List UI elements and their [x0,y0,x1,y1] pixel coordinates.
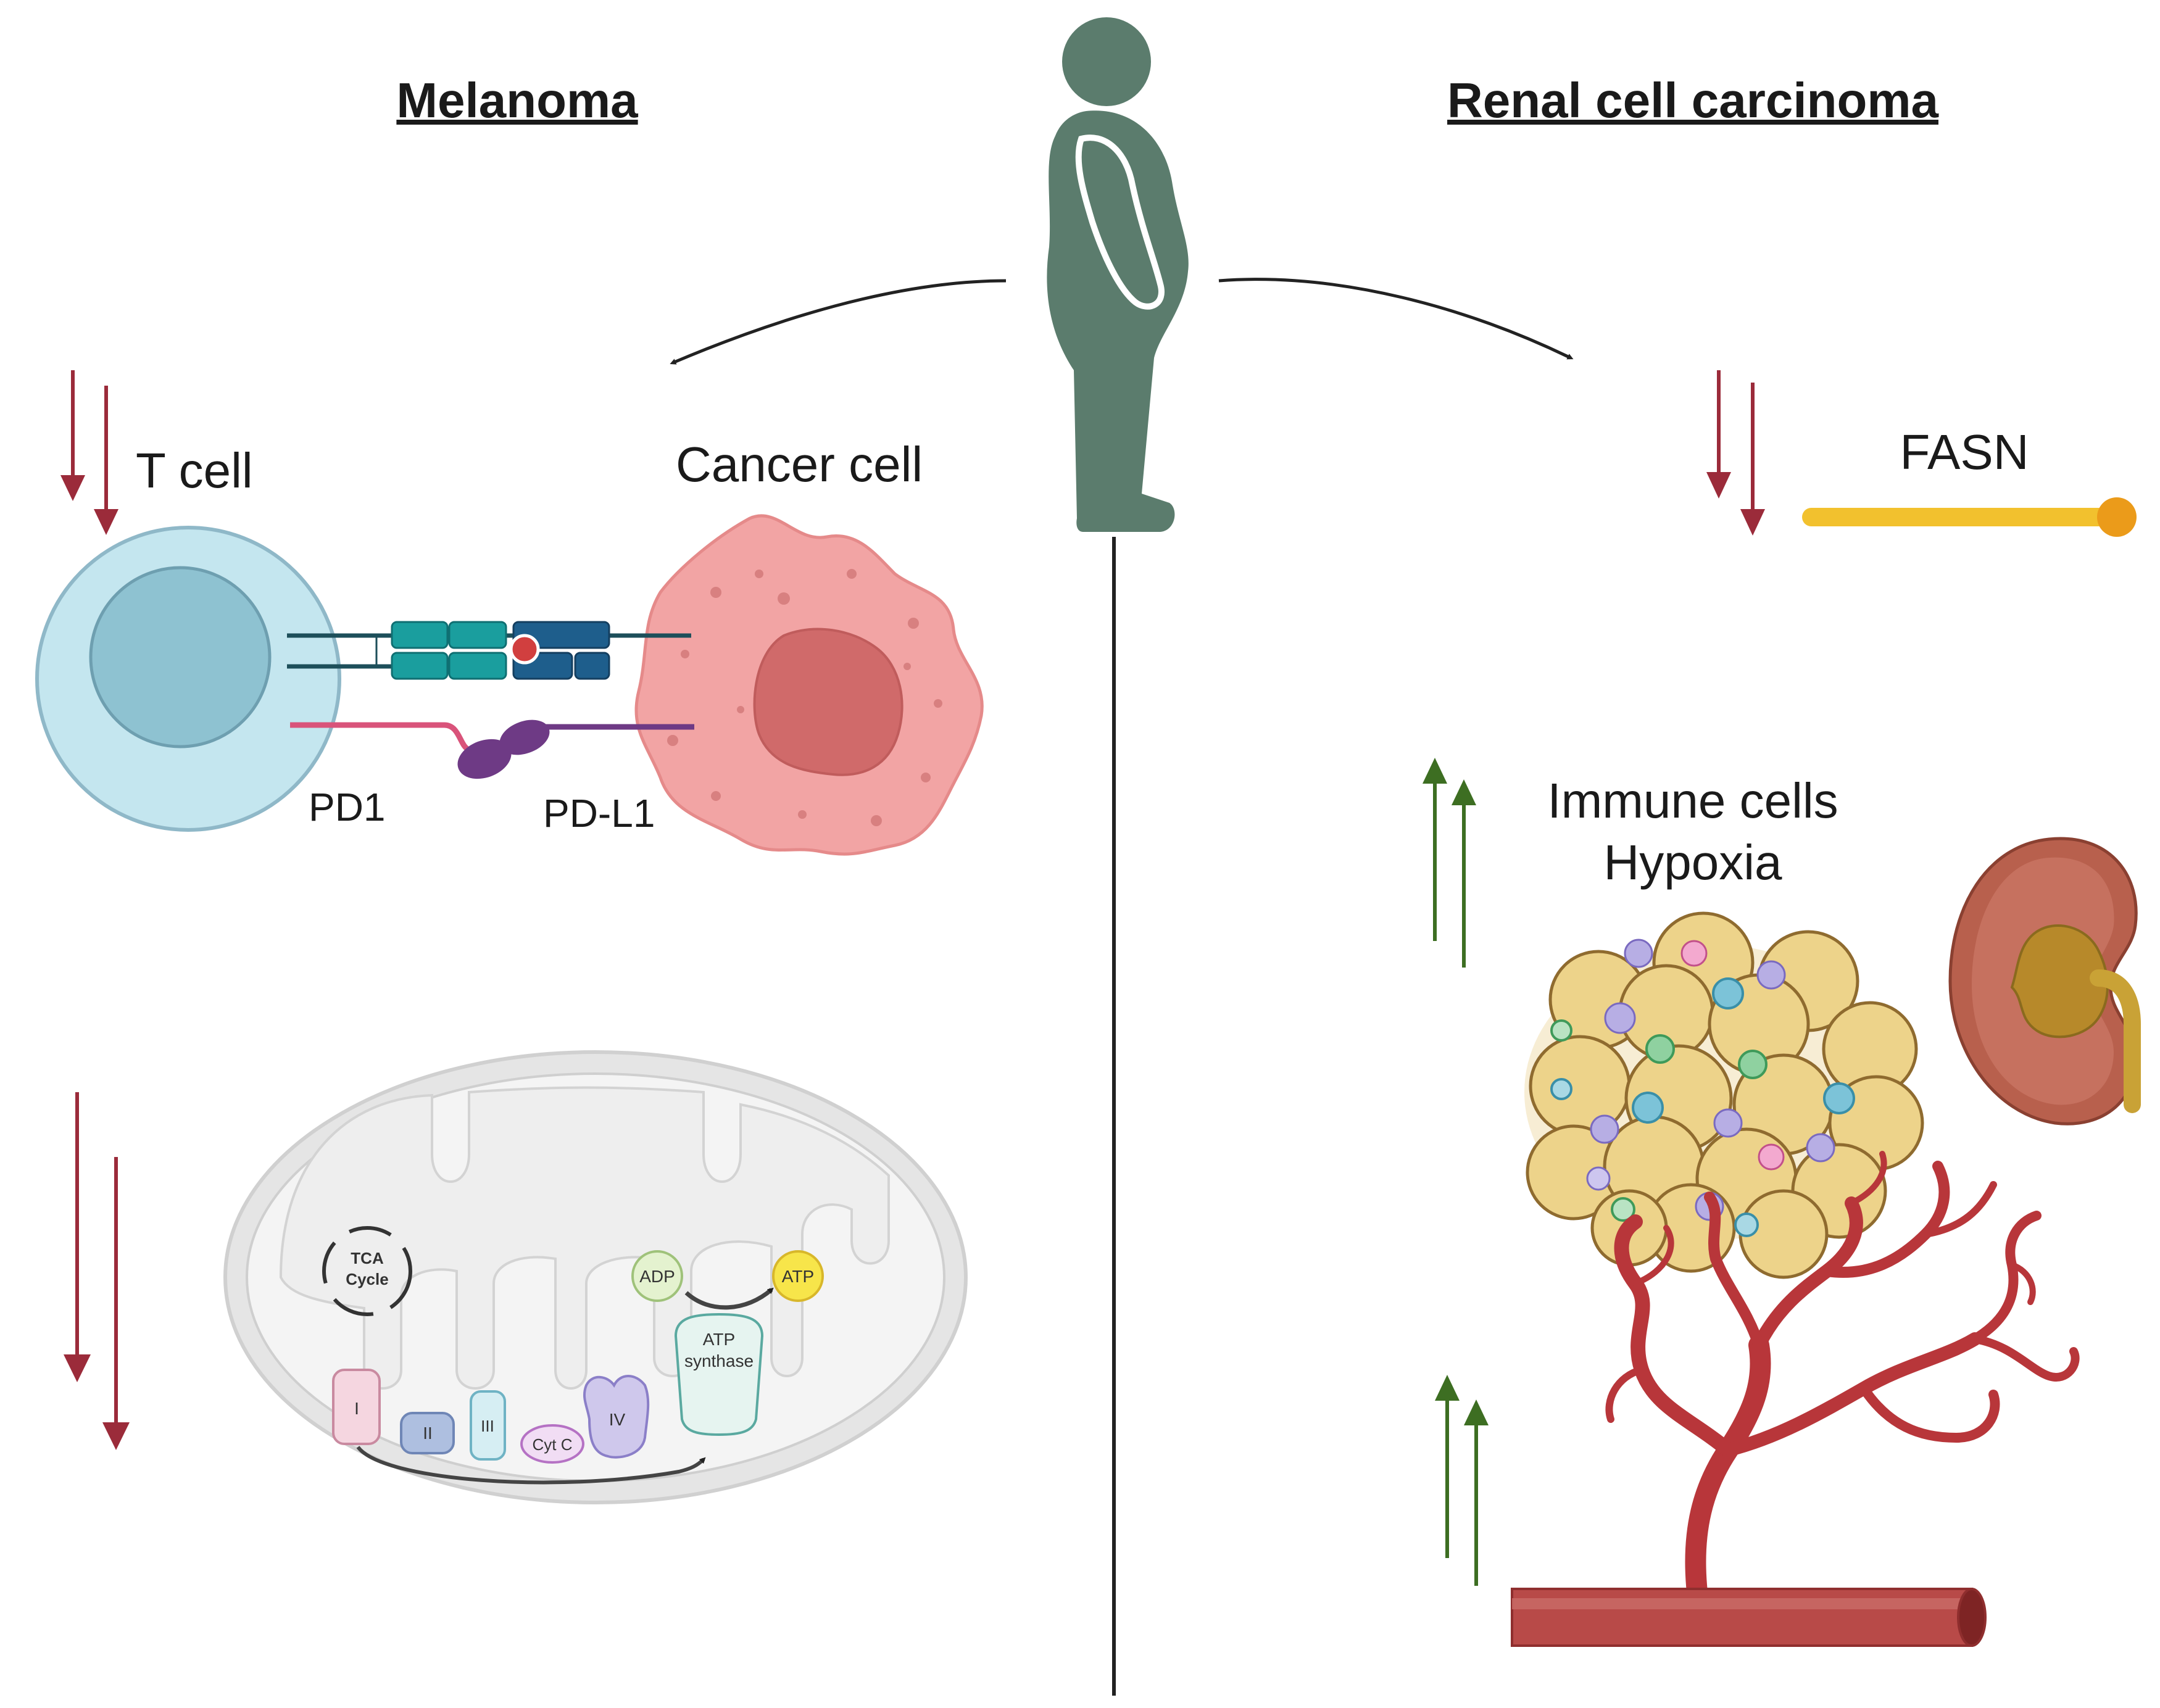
complex-iv-label: IV [609,1410,626,1429]
adipose-tissue [1524,911,1924,1279]
t-cell-label: T cell [136,443,253,498]
double-arrow-up-icon [1435,1375,1489,1586]
double-arrow-down-icon [1706,370,1765,536]
cyt-c [520,1424,584,1464]
double-arrow-up-icon [1423,758,1476,968]
electron-flow-arrow [356,1446,706,1485]
person-silhouette-icon [1047,17,1189,532]
complex-iv [583,1375,650,1459]
cancer-cell [634,514,984,856]
pdl1-label: PD-L1 [543,791,655,835]
atp-label: ATP [782,1267,814,1286]
fasn-molecule [1802,497,2137,537]
tca-label-2: Cycle [346,1270,388,1288]
atp-synthase-label-2: synthase [684,1351,754,1370]
rcc-header: Renal cell carcinoma [1447,73,1938,128]
tcr-mhc-complex [287,621,691,680]
double-arrow-down-icon [64,1092,130,1450]
complex-iii [470,1390,506,1461]
cyt-c-label: Cyt C [533,1435,573,1454]
adp-label: ADP [639,1267,675,1286]
complex-ii-label: II [423,1424,433,1443]
cancer-cell-label: Cancer cell [676,437,923,492]
double-arrow-down-icon [60,370,118,535]
atp-synthase [674,1312,764,1436]
pd1-pdl1-interaction [290,719,694,779]
atp-synthase-label-1: ATP [703,1330,735,1349]
atp-molecule [772,1250,824,1302]
pd1-label: PD1 [309,785,386,829]
hypoxia-label: Hypoxia [1603,835,1782,890]
adp-molecule [631,1250,683,1302]
fasn-label: FASN [1900,425,2029,479]
immune-cells-label: Immune cells [1547,773,1838,828]
complex-ii [400,1412,455,1454]
tca-label-1: TCA [351,1249,384,1267]
adp-to-atp-arrow [684,1287,774,1310]
tca-cycle-icon [322,1226,412,1316]
t-cell [35,526,341,832]
kidney-icon [1948,837,2141,1126]
arrow-to-melanoma [670,279,1007,365]
complex-iii-label: III [481,1417,494,1435]
blood-vessel-icon [1511,1151,2080,1647]
melanoma-header: Melanoma [396,73,638,128]
arrow-to-rcc [1218,278,1574,360]
complex-i [332,1369,381,1445]
mitochondrion: TCA Cycle ADP ATP ATP synthase I II III … [223,1050,968,1504]
complex-i-label: I [354,1399,359,1418]
